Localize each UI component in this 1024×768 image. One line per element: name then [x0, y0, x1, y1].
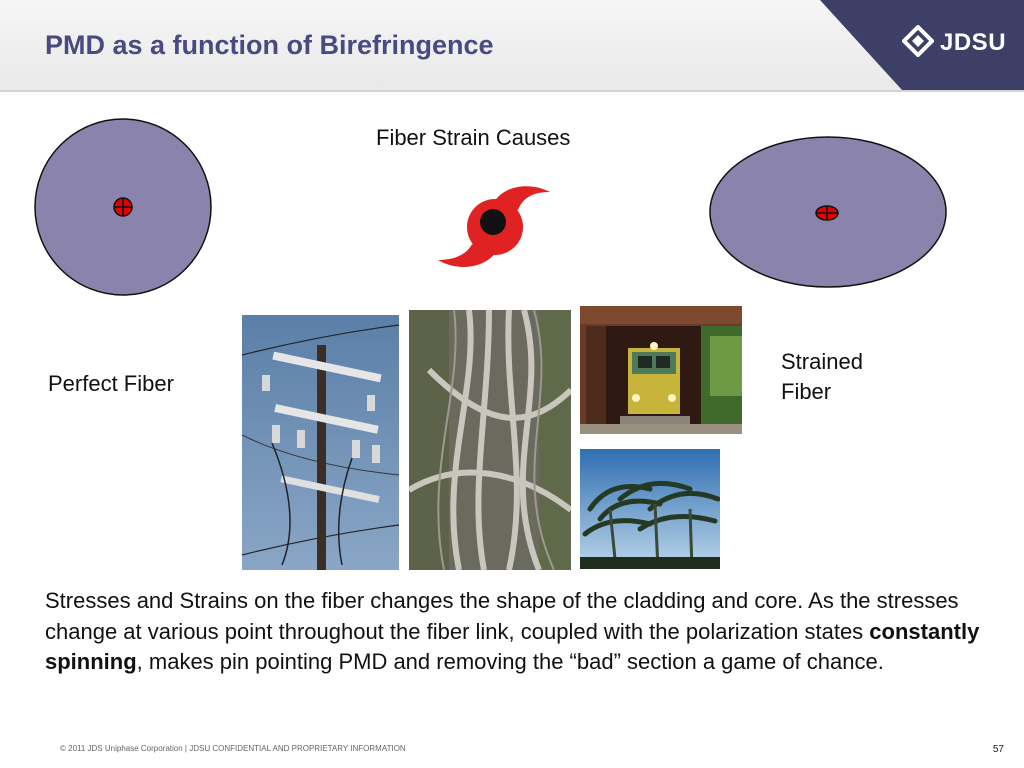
jdsu-diamond-icon	[901, 23, 935, 62]
body-text-bold: constantly spinning	[45, 618, 980, 675]
body-paragraph: Stresses and Strains on the fiber change…	[45, 586, 985, 678]
footer-copyright: © 2011 JDS Uniphase Corporation | JDSU C…	[60, 744, 406, 753]
jdsu-logo: JDSU	[901, 23, 1007, 62]
hurricane-icon	[430, 160, 560, 295]
body-text-part2: , makes pin pointing PMD and removing th…	[136, 649, 884, 674]
strained-fiber-diagram	[709, 136, 949, 295]
body-text-part1: Stresses and Strains on the fiber change…	[45, 588, 959, 644]
perfect-fiber-label: Perfect Fiber	[48, 371, 174, 396]
logo-text: JDSU	[940, 29, 1007, 56]
palm-trees-wind-photo	[580, 449, 720, 569]
strained-fiber-label-line1: Strained	[781, 349, 863, 374]
power-lines-photo	[242, 315, 399, 570]
slide-title: PMD as a function of Birefringence	[45, 30, 494, 60]
highway-interchange-photo	[409, 310, 571, 570]
strained-fiber-label: Strained Fiber	[781, 347, 863, 407]
page-number: 57	[992, 744, 1004, 755]
perfect-fiber-diagram	[34, 118, 214, 303]
strained-fiber-label-line2: Fiber	[781, 379, 832, 404]
fiber-strain-causes-label: Fiber Strain Causes	[376, 125, 571, 150]
train-bridge-photo	[580, 306, 742, 434]
